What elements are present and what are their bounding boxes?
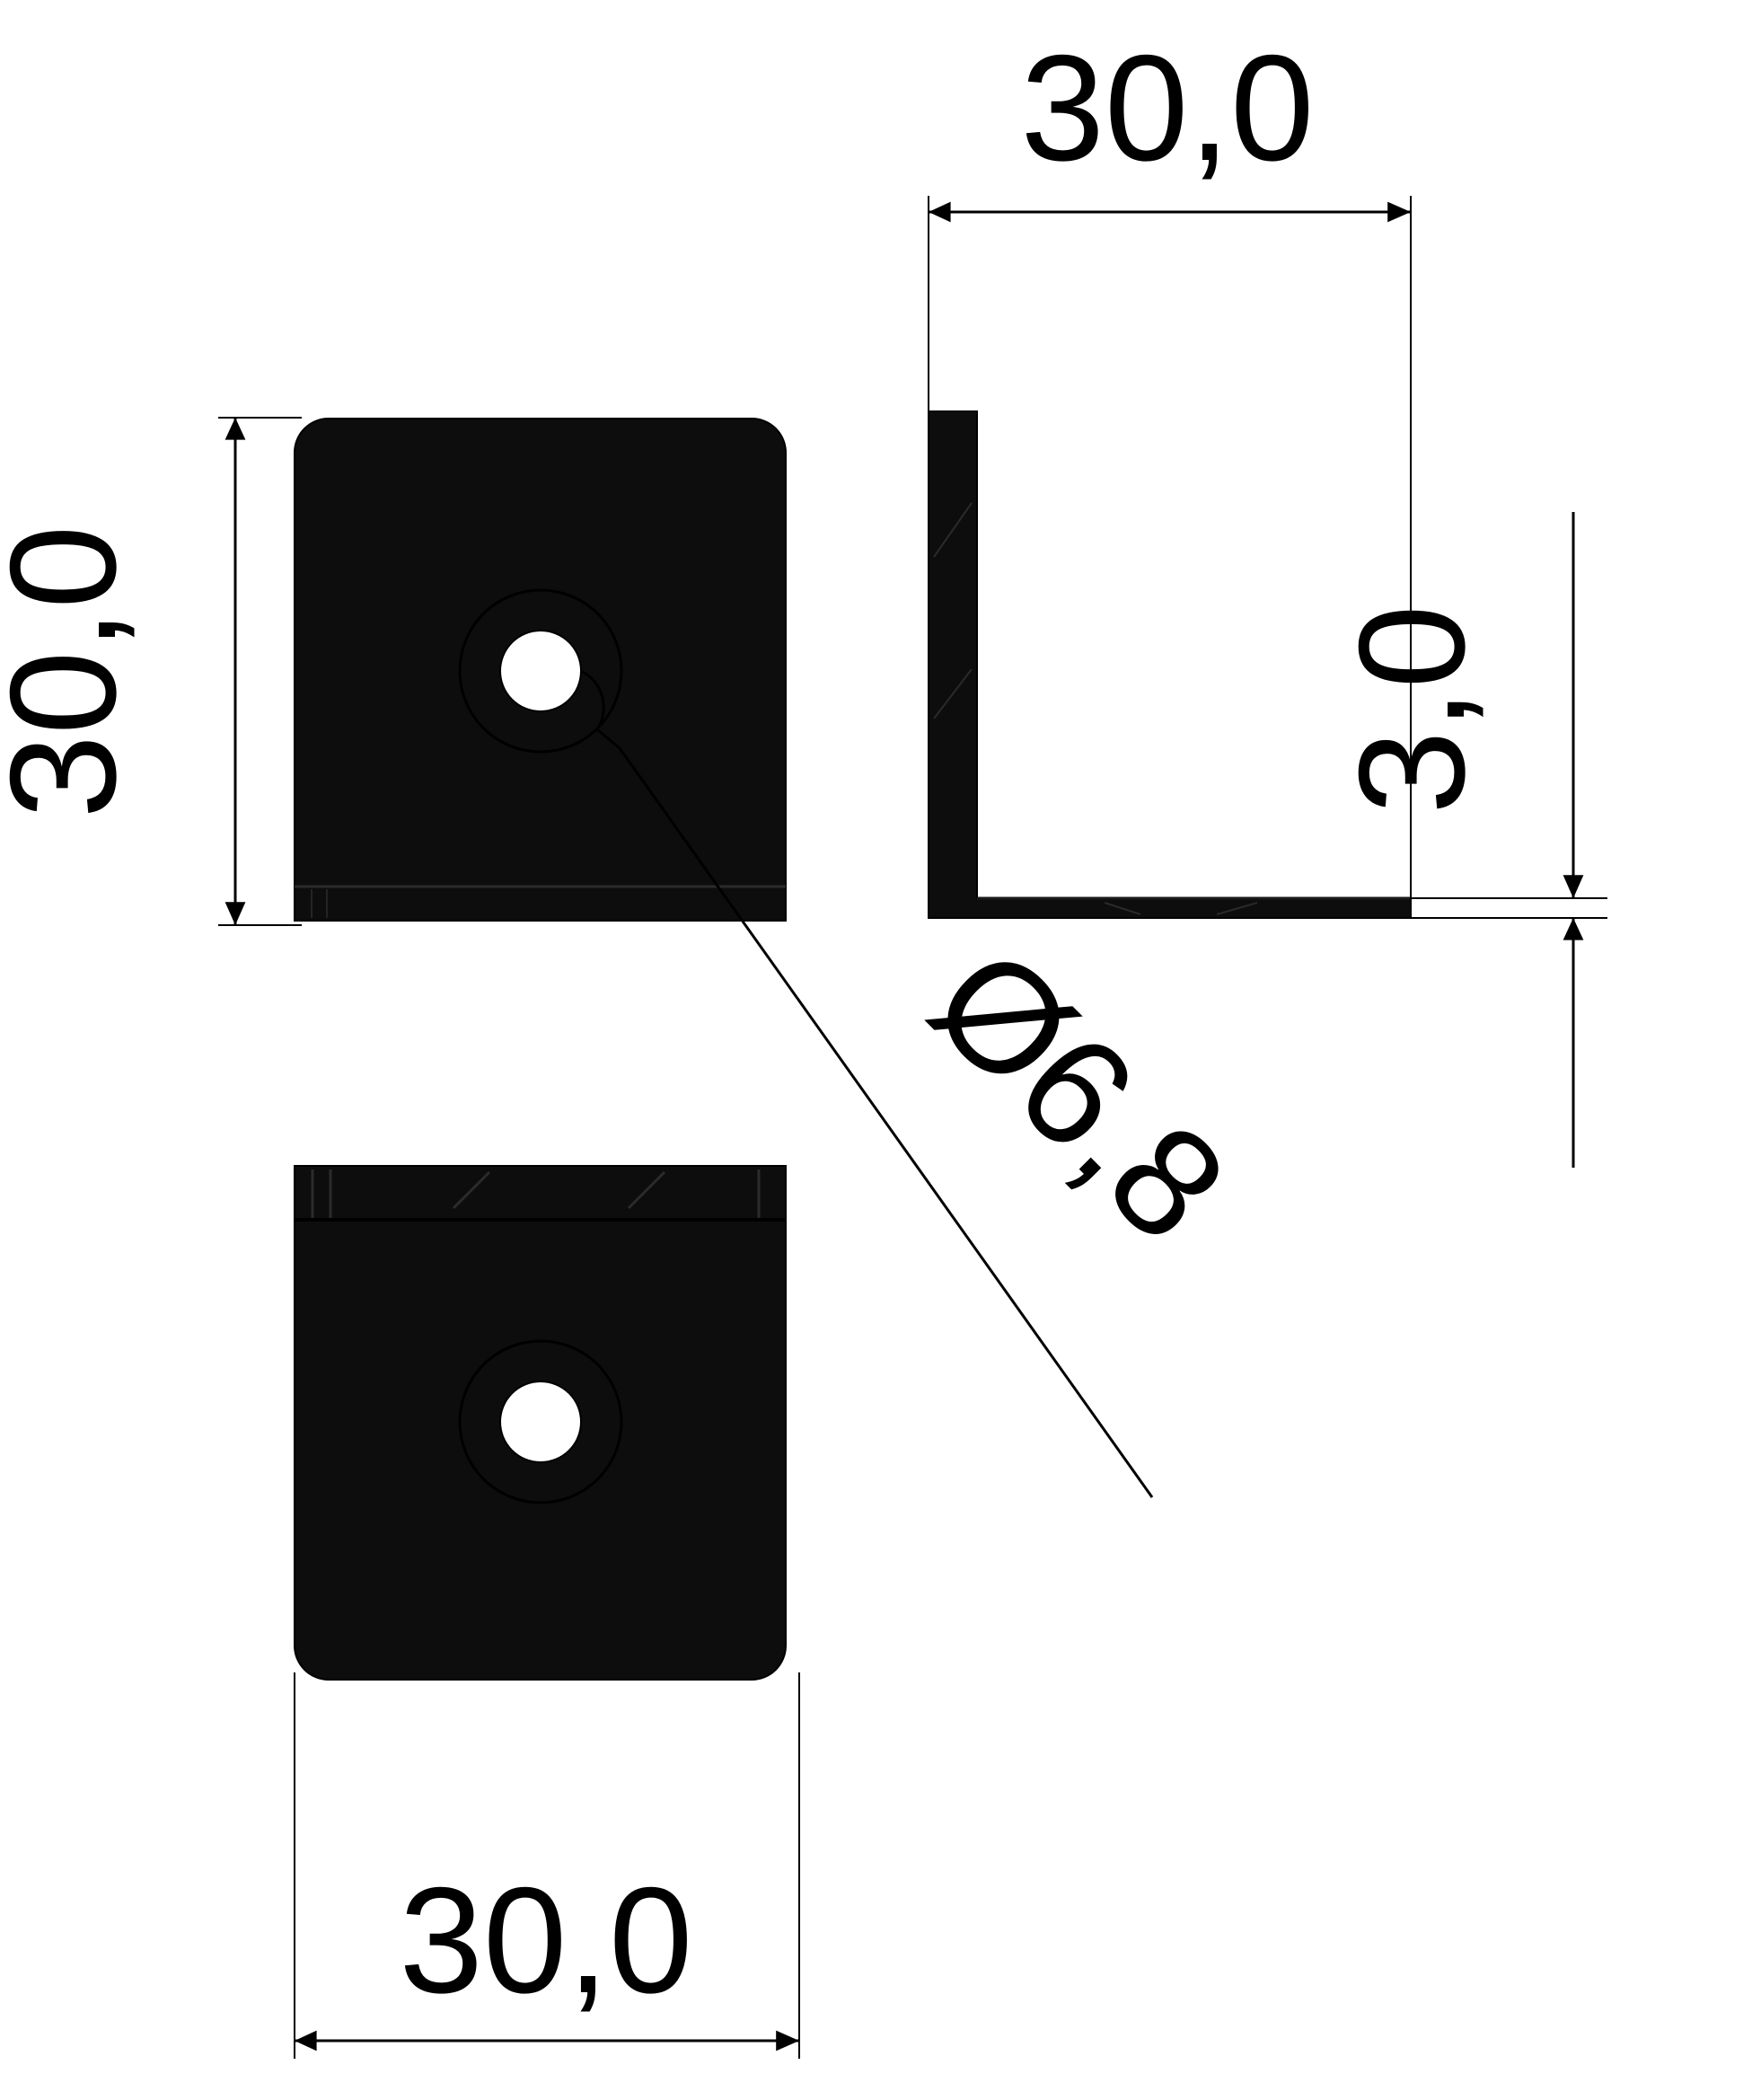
top-view-shade-a bbox=[452, 1170, 491, 1210]
top-view-shade-b bbox=[627, 1170, 666, 1210]
dimension-value-side-width: 30,0 bbox=[1021, 23, 1315, 192]
side-view-shade-c bbox=[1104, 902, 1141, 915]
dimension-front-height: 30,0 bbox=[0, 417, 302, 926]
top-view bbox=[294, 1165, 787, 1681]
dimension-value-side-thickness: 3,0 bbox=[1327, 604, 1496, 815]
front-view-countersink-highlight bbox=[580, 669, 621, 750]
leader-line bbox=[618, 747, 1154, 1498]
dimension-side-thickness: 3,0 bbox=[1327, 512, 1607, 1168]
side-view-shade-d bbox=[1216, 902, 1258, 915]
front-view-through-hole bbox=[499, 630, 582, 712]
dimension-value-front-height: 30,0 bbox=[0, 525, 147, 819]
front-view bbox=[294, 418, 787, 922]
dimension-side-width: 30,0 bbox=[928, 23, 1412, 909]
dimension-value-top-width: 30,0 bbox=[400, 1856, 693, 2025]
side-view-shade-b bbox=[933, 668, 973, 719]
top-view-through-hole bbox=[499, 1381, 582, 1463]
front-view-bottom-flange bbox=[294, 886, 787, 922]
dimension-top-width: 30,0 bbox=[294, 1672, 800, 2059]
side-view-shade-a bbox=[933, 502, 973, 558]
